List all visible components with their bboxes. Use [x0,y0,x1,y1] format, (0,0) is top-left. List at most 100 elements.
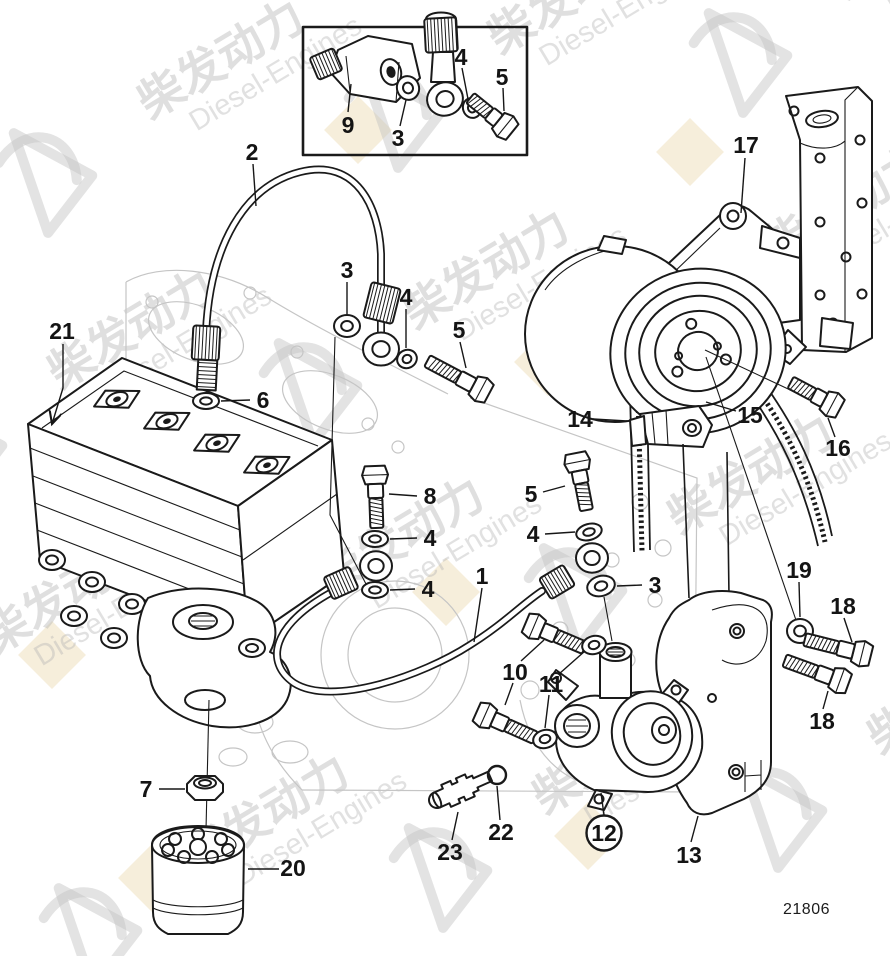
bolt-10-lower [471,701,539,745]
hose1-banjo-eye-right [575,542,609,574]
callout-12: 12 [585,792,623,852]
watermark-logo [38,883,143,956]
watermark-logo [258,338,363,448]
washer-4-hose2 [396,348,418,370]
banjo-union-eye-inset [426,81,464,117]
svg-text:23: 23 [437,839,463,865]
part-pump-12 [547,642,704,811]
svg-text:15: 15 [737,402,763,428]
washer-4-lower [361,581,389,599]
banjo-union-neck [430,51,456,83]
callout-18-lower: 18 [809,690,835,734]
svg-text:1: 1 [476,563,489,589]
washer-4-upper [361,530,389,548]
svg-text:10: 10 [502,659,528,685]
svg-text:4: 4 [527,521,540,547]
svg-text:9: 9 [342,112,355,138]
watermark-logo [688,8,793,118]
adapter-thread-stub [309,47,343,81]
svg-text:6: 6 [257,387,270,413]
svg-text:柴发动力: 柴发动力 [823,0,890,9]
svg-text:5: 5 [496,64,509,90]
svg-text:17: 17 [733,132,759,158]
washer-11-upper [581,634,607,656]
callout-14: 14 [567,406,628,432]
callout-7: 7 [140,776,185,802]
svg-text:20: 20 [280,855,306,881]
svg-text:18: 18 [809,708,835,734]
callout-21: 21 [49,318,75,424]
part-oil-cooler [27,357,345,831]
washer-4-pump [575,522,603,542]
callout-13: 13 [676,815,702,868]
part-quick-fitting [428,770,494,809]
part-nut [186,775,224,801]
svg-text:4: 4 [424,525,437,551]
callout-3-inset: 3 [392,99,407,151]
banjo-bolt-5-inset [465,92,520,141]
callout-16: 16 [825,417,851,461]
nut-3-pump [586,574,616,598]
reference-lines [329,336,802,642]
callout-6: 6 [220,387,270,413]
washer-3-hose2 [333,314,361,338]
watermark-logo [388,823,493,933]
part-o-ring [486,764,508,786]
callout-10: 10 [502,639,545,706]
svg-text:2: 2 [246,139,259,165]
svg-text:4: 4 [455,44,468,70]
svg-text:4: 4 [422,576,435,602]
callout-5-pump: 5 [525,481,566,507]
svg-text:5: 5 [525,481,538,507]
hose2-fitting-left [190,324,222,362]
cooler-boss [93,389,141,409]
cooler-boss [193,433,241,453]
banjo-bolt-5-pump [563,450,594,512]
hose2-banjo-eye [362,331,400,367]
hose1-banjo-eye-left [359,550,393,582]
svg-text:14: 14 [567,406,593,432]
part-hose-1 [273,587,546,696]
callout-8: 8 [388,483,437,509]
part-oil-filter [151,825,245,935]
svg-text:13: 13 [676,842,702,868]
callout-22: 22 [488,785,514,845]
washer-3-inset [395,75,421,101]
callout-18-upper: 18 [830,593,856,643]
callout-3-hose2: 3 [341,257,354,314]
svg-text:21: 21 [49,318,75,344]
bolt-18-upper [802,632,875,668]
svg-text:11: 11 [539,671,564,697]
part-tensioner [629,405,713,448]
callout-5-hose2: 5 [453,317,467,369]
svg-text:19: 19 [786,557,812,583]
drawing-number: 21806 [783,901,830,918]
callout-4-inset: 4 [455,44,469,100]
callout-5-inset: 5 [496,64,509,112]
seal-ring-6 [192,392,220,410]
cooler-boss [143,411,191,431]
svg-text:5: 5 [453,317,466,343]
hose1-fitting-right [538,564,576,600]
svg-text:22: 22 [488,819,514,845]
part-hose-2 [202,165,385,337]
washer-11-lower [532,728,558,750]
svg-text:7: 7 [140,776,153,802]
callout-1: 1 [473,563,489,643]
svg-text:16: 16 [825,435,851,461]
svg-text:3: 3 [392,125,405,151]
watermark-diamond [324,96,392,164]
nipple-8 [361,464,390,530]
hose2-thread-left [195,358,219,392]
svg-text:3: 3 [341,257,354,283]
callout-4-pump: 4 [527,521,576,547]
bolt-18-lower [781,653,853,695]
svg-text:18: 18 [830,593,856,619]
callout-4-banjo-lower: 4 [389,576,435,602]
part-pulley [609,267,787,435]
banjo-union-knurl-inset [423,16,459,54]
callout-4-banjo-upper: 4 [389,525,437,551]
callout-3-pump: 3 [616,572,661,598]
